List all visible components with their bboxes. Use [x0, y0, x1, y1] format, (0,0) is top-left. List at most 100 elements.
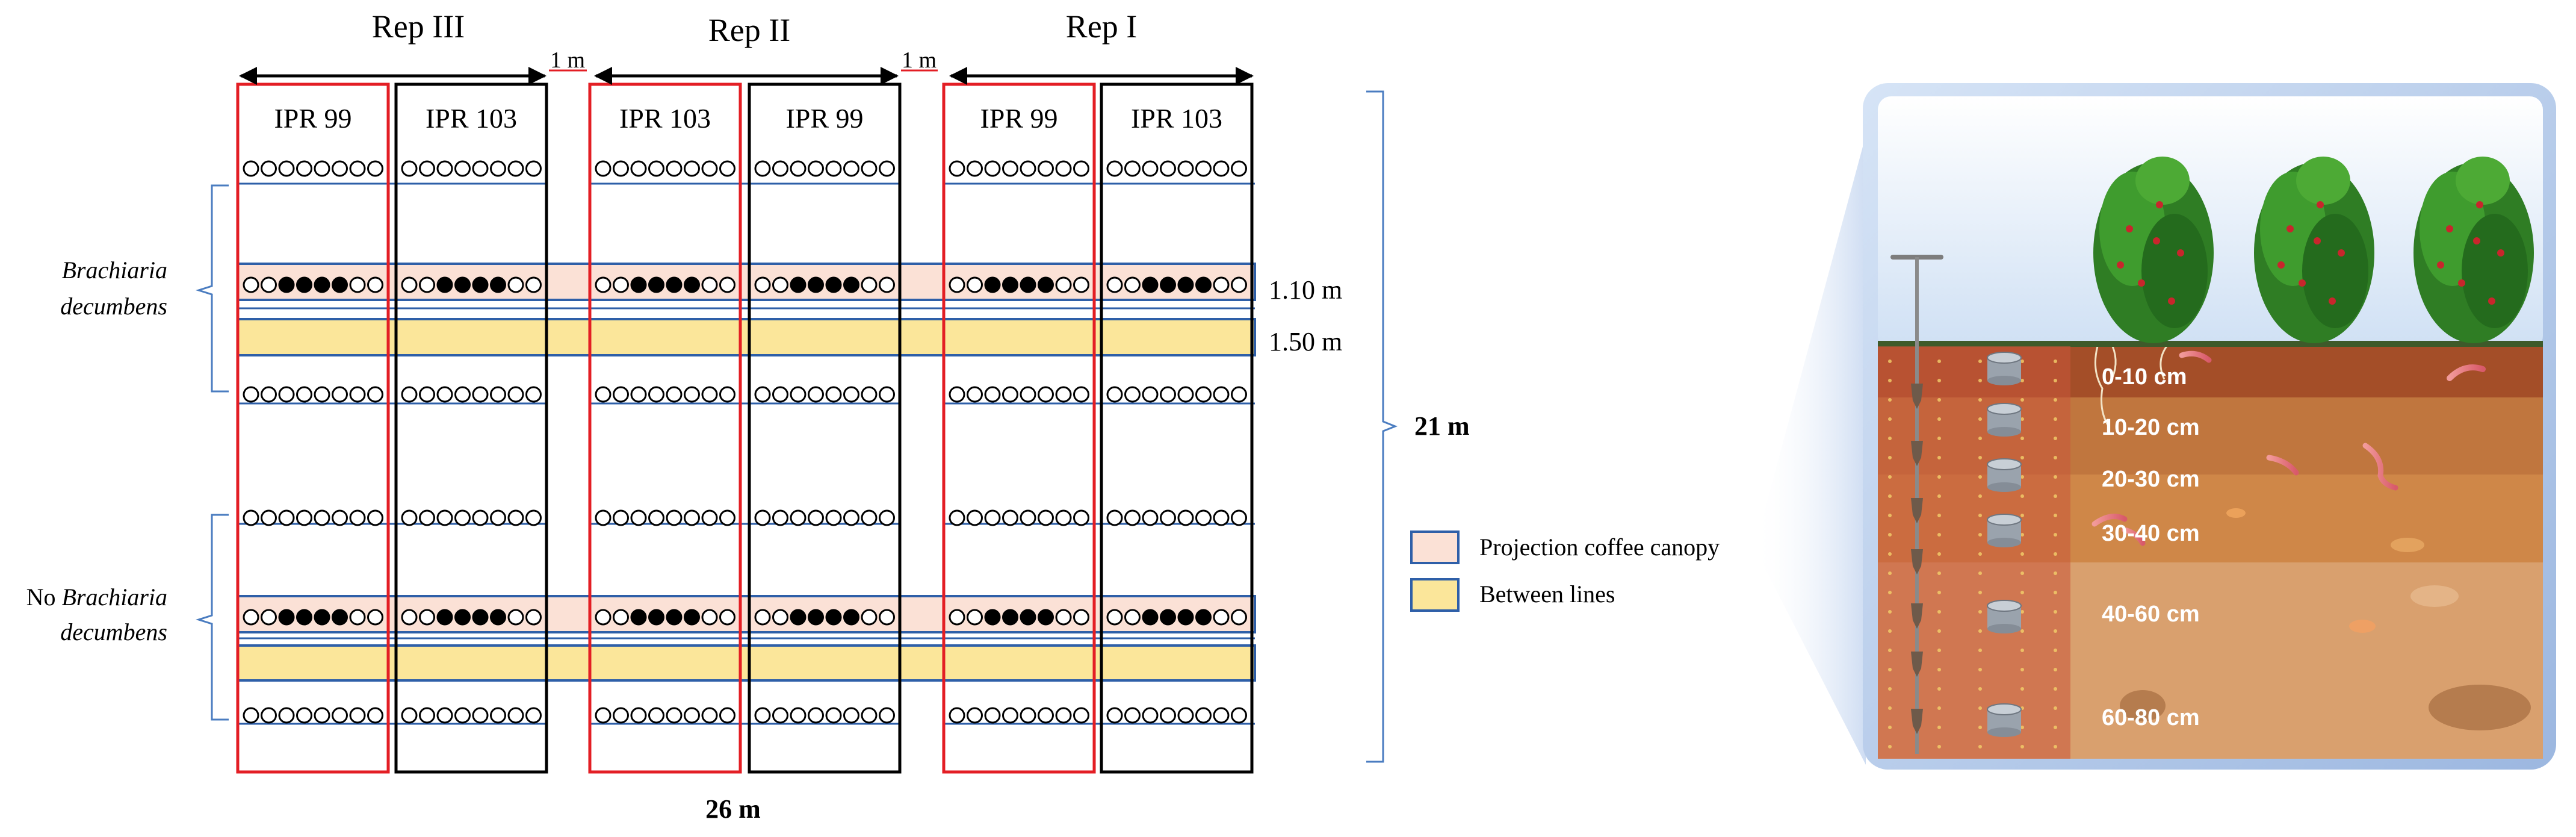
sampling-point-open	[1124, 160, 1141, 177]
coffee-cherry	[2488, 297, 2495, 305]
sampling-point-open	[1124, 707, 1141, 724]
probe-dot	[1937, 726, 1941, 729]
sampling-point-open	[314, 160, 330, 177]
probe-dot	[1888, 649, 1892, 652]
sampling-point-filled	[984, 276, 1001, 293]
soil-layer-label: 60-80 cm	[2102, 705, 2200, 730]
plot-cultivar-label: IPR 99	[785, 103, 863, 134]
probe-dot	[2054, 571, 2057, 575]
root-strand	[2160, 346, 2168, 380]
rep-arrows	[239, 67, 1254, 85]
sampling-point-open	[436, 707, 453, 724]
sampling-point-open	[630, 509, 647, 526]
sampling-point-open	[472, 160, 489, 177]
sampling-point-open	[648, 386, 664, 403]
sample-cylinder-icon	[1987, 703, 2022, 737]
sampling-point-open	[367, 707, 383, 724]
cylinder-base	[1987, 538, 2021, 547]
sampling-point-open	[243, 509, 259, 526]
probe-dot	[2020, 533, 2024, 537]
probe-dot	[1888, 379, 1892, 382]
sampling-point-open	[1142, 509, 1159, 526]
sampling-point-open	[419, 509, 435, 526]
sampling-point-open	[630, 386, 647, 403]
plot-cultivar-label: IPR 103	[426, 103, 517, 134]
sampling-point-open	[719, 160, 735, 177]
sampling-point-filled	[278, 609, 295, 626]
sampling-point-open	[595, 386, 611, 403]
sampling-point-open	[1073, 707, 1089, 724]
plot-cultivar-label: IPR 99	[980, 103, 1057, 134]
sampling-point-filled	[684, 609, 700, 626]
probe-dot	[1888, 533, 1892, 537]
sampling-point-open	[278, 509, 295, 526]
sampling-point-open	[1231, 509, 1247, 526]
sample-cylinder-icon	[1987, 600, 2022, 633]
sampling-point-open	[967, 276, 983, 293]
probe-dot	[2020, 514, 2024, 517]
sampling-point-open	[754, 386, 771, 403]
coffee-cherry	[2299, 279, 2306, 287]
sampling-point-open	[984, 160, 1001, 177]
sampling-point-open	[490, 509, 506, 526]
sampling-point-open	[701, 160, 718, 177]
sampling-point-open	[772, 609, 788, 626]
sampling-point-open	[1142, 386, 1159, 403]
sampling-point-open	[825, 386, 842, 403]
sampling-point-open	[1160, 509, 1176, 526]
sampling-point-open	[1160, 386, 1176, 403]
sampling-point-open	[367, 160, 383, 177]
sampling-point-open	[666, 707, 683, 724]
sampling-point-open	[861, 609, 878, 626]
sampling-point-filled	[472, 276, 489, 293]
sample-cylinder-icon	[1987, 403, 2022, 437]
sampling-point-open	[1106, 707, 1123, 724]
sampling-point-filled	[332, 276, 348, 293]
sampling-point-open	[1213, 386, 1230, 403]
sampling-point-open	[349, 276, 366, 293]
sampling-point-open	[243, 386, 259, 403]
sampling-point-open	[949, 160, 965, 177]
sampling-point-open	[243, 609, 259, 626]
sampling-point-open	[278, 707, 295, 724]
sampling-point-open	[1124, 386, 1141, 403]
sampling-point-open	[1177, 386, 1194, 403]
probe-dot	[1978, 706, 1982, 710]
probe-dot	[1888, 359, 1892, 363]
probe-dot	[1937, 687, 1941, 691]
sampling-point-open	[666, 160, 683, 177]
cylinder-base	[1987, 624, 2021, 633]
sampling-point-open	[1038, 707, 1054, 724]
sampling-point-open	[701, 386, 718, 403]
sampling-point-open	[1020, 509, 1036, 526]
sampling-point-open	[507, 276, 524, 293]
soil-layer-labels: 0-10 cm 10-20 cm 20-30 cm 30-40 cm 40-60…	[2102, 364, 2200, 730]
sampling-point-open	[525, 707, 542, 724]
sampling-point-open	[349, 386, 366, 403]
coffee-cherry	[2329, 297, 2336, 305]
sampling-point-open	[984, 386, 1001, 403]
sampling-point-open	[1055, 386, 1072, 403]
probe-dot	[1888, 417, 1892, 421]
coffee-trees	[2093, 157, 2534, 343]
between-band-bottom	[237, 644, 1256, 682]
sampling-point-open	[1195, 509, 1212, 526]
auger-bit	[1911, 441, 1923, 466]
sampling-point-open	[949, 276, 965, 293]
sampling-point-filled	[454, 609, 471, 626]
sampling-point-open	[507, 707, 524, 724]
sampling-point-open	[1002, 509, 1018, 526]
sampling-point-open	[472, 509, 489, 526]
sampling-point-open	[684, 509, 700, 526]
sampling-point-open	[296, 707, 312, 724]
sampling-point-open	[367, 509, 383, 526]
sampling-point-open	[349, 707, 366, 724]
probe-dot	[1888, 456, 1892, 459]
row-label-brachiaria: decumbens	[60, 293, 167, 320]
sampling-point-open	[754, 276, 771, 293]
probe-dot	[1978, 417, 1982, 421]
sampling-point-filled	[1142, 276, 1159, 293]
probe-dot	[2020, 379, 2024, 382]
sampling-point-open	[1213, 509, 1230, 526]
